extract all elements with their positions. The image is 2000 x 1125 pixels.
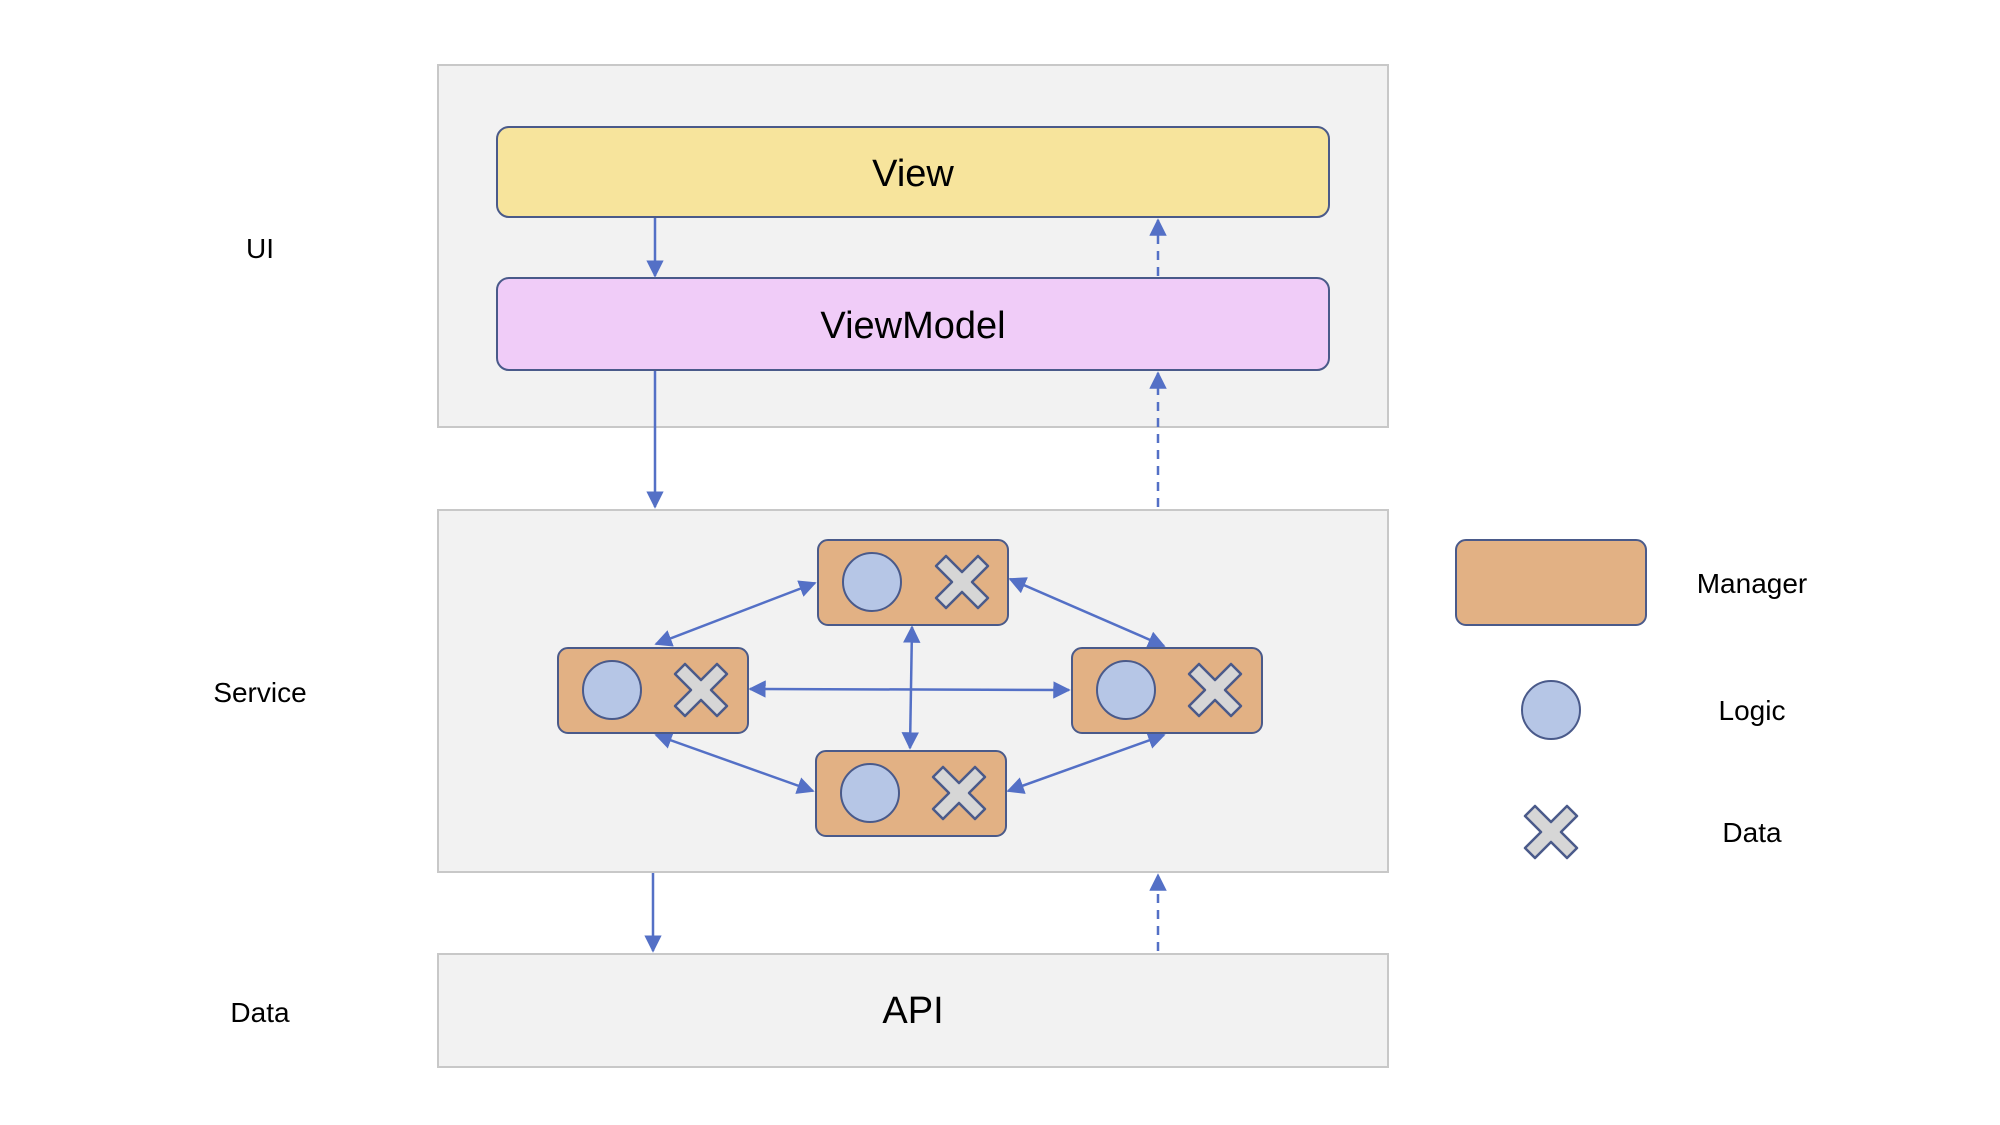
view-box: View (496, 126, 1330, 218)
logic-circle-icon (1096, 660, 1156, 720)
layer-label-service: Service (213, 677, 306, 708)
logic-circle-icon (840, 763, 900, 823)
logic-circle-icon (842, 552, 902, 612)
legend-manager-label: Manager (1697, 568, 1808, 599)
manager-bottom (815, 750, 1007, 837)
manager-right (1071, 647, 1263, 734)
layer-label-ui: UI (246, 233, 274, 264)
viewmodel-label: ViewModel (820, 305, 1005, 347)
legend-data-cross-icon (1523, 804, 1579, 860)
arrow-top-right-manager (1008, 577, 1166, 648)
arrow-left-bottom-manager (654, 732, 815, 794)
api-label: API (882, 990, 943, 1032)
arrow-left-right-manager (748, 680, 1071, 699)
legend: Manager Logic Data (1455, 539, 1808, 860)
legend-data-label: Data (1722, 817, 1782, 848)
arrow-top-bottom-manager (901, 625, 921, 750)
arrow-left-top-manager (654, 580, 817, 647)
legend-manager-swatch (1455, 539, 1647, 626)
logic-circle-icon (582, 660, 642, 720)
api-box: API (437, 953, 1389, 1068)
legend-logic-label: Logic (1719, 695, 1786, 726)
legend-logic-circle-icon (1521, 680, 1581, 740)
arrow-right-bottom-manager (1006, 732, 1166, 794)
viewmodel-box: ViewModel (496, 277, 1330, 371)
manager-top (817, 539, 1009, 626)
view-label: View (872, 153, 954, 195)
layer-label-data: Data (230, 997, 290, 1028)
ui-layer-panel (437, 64, 1389, 428)
manager-left (557, 647, 749, 734)
